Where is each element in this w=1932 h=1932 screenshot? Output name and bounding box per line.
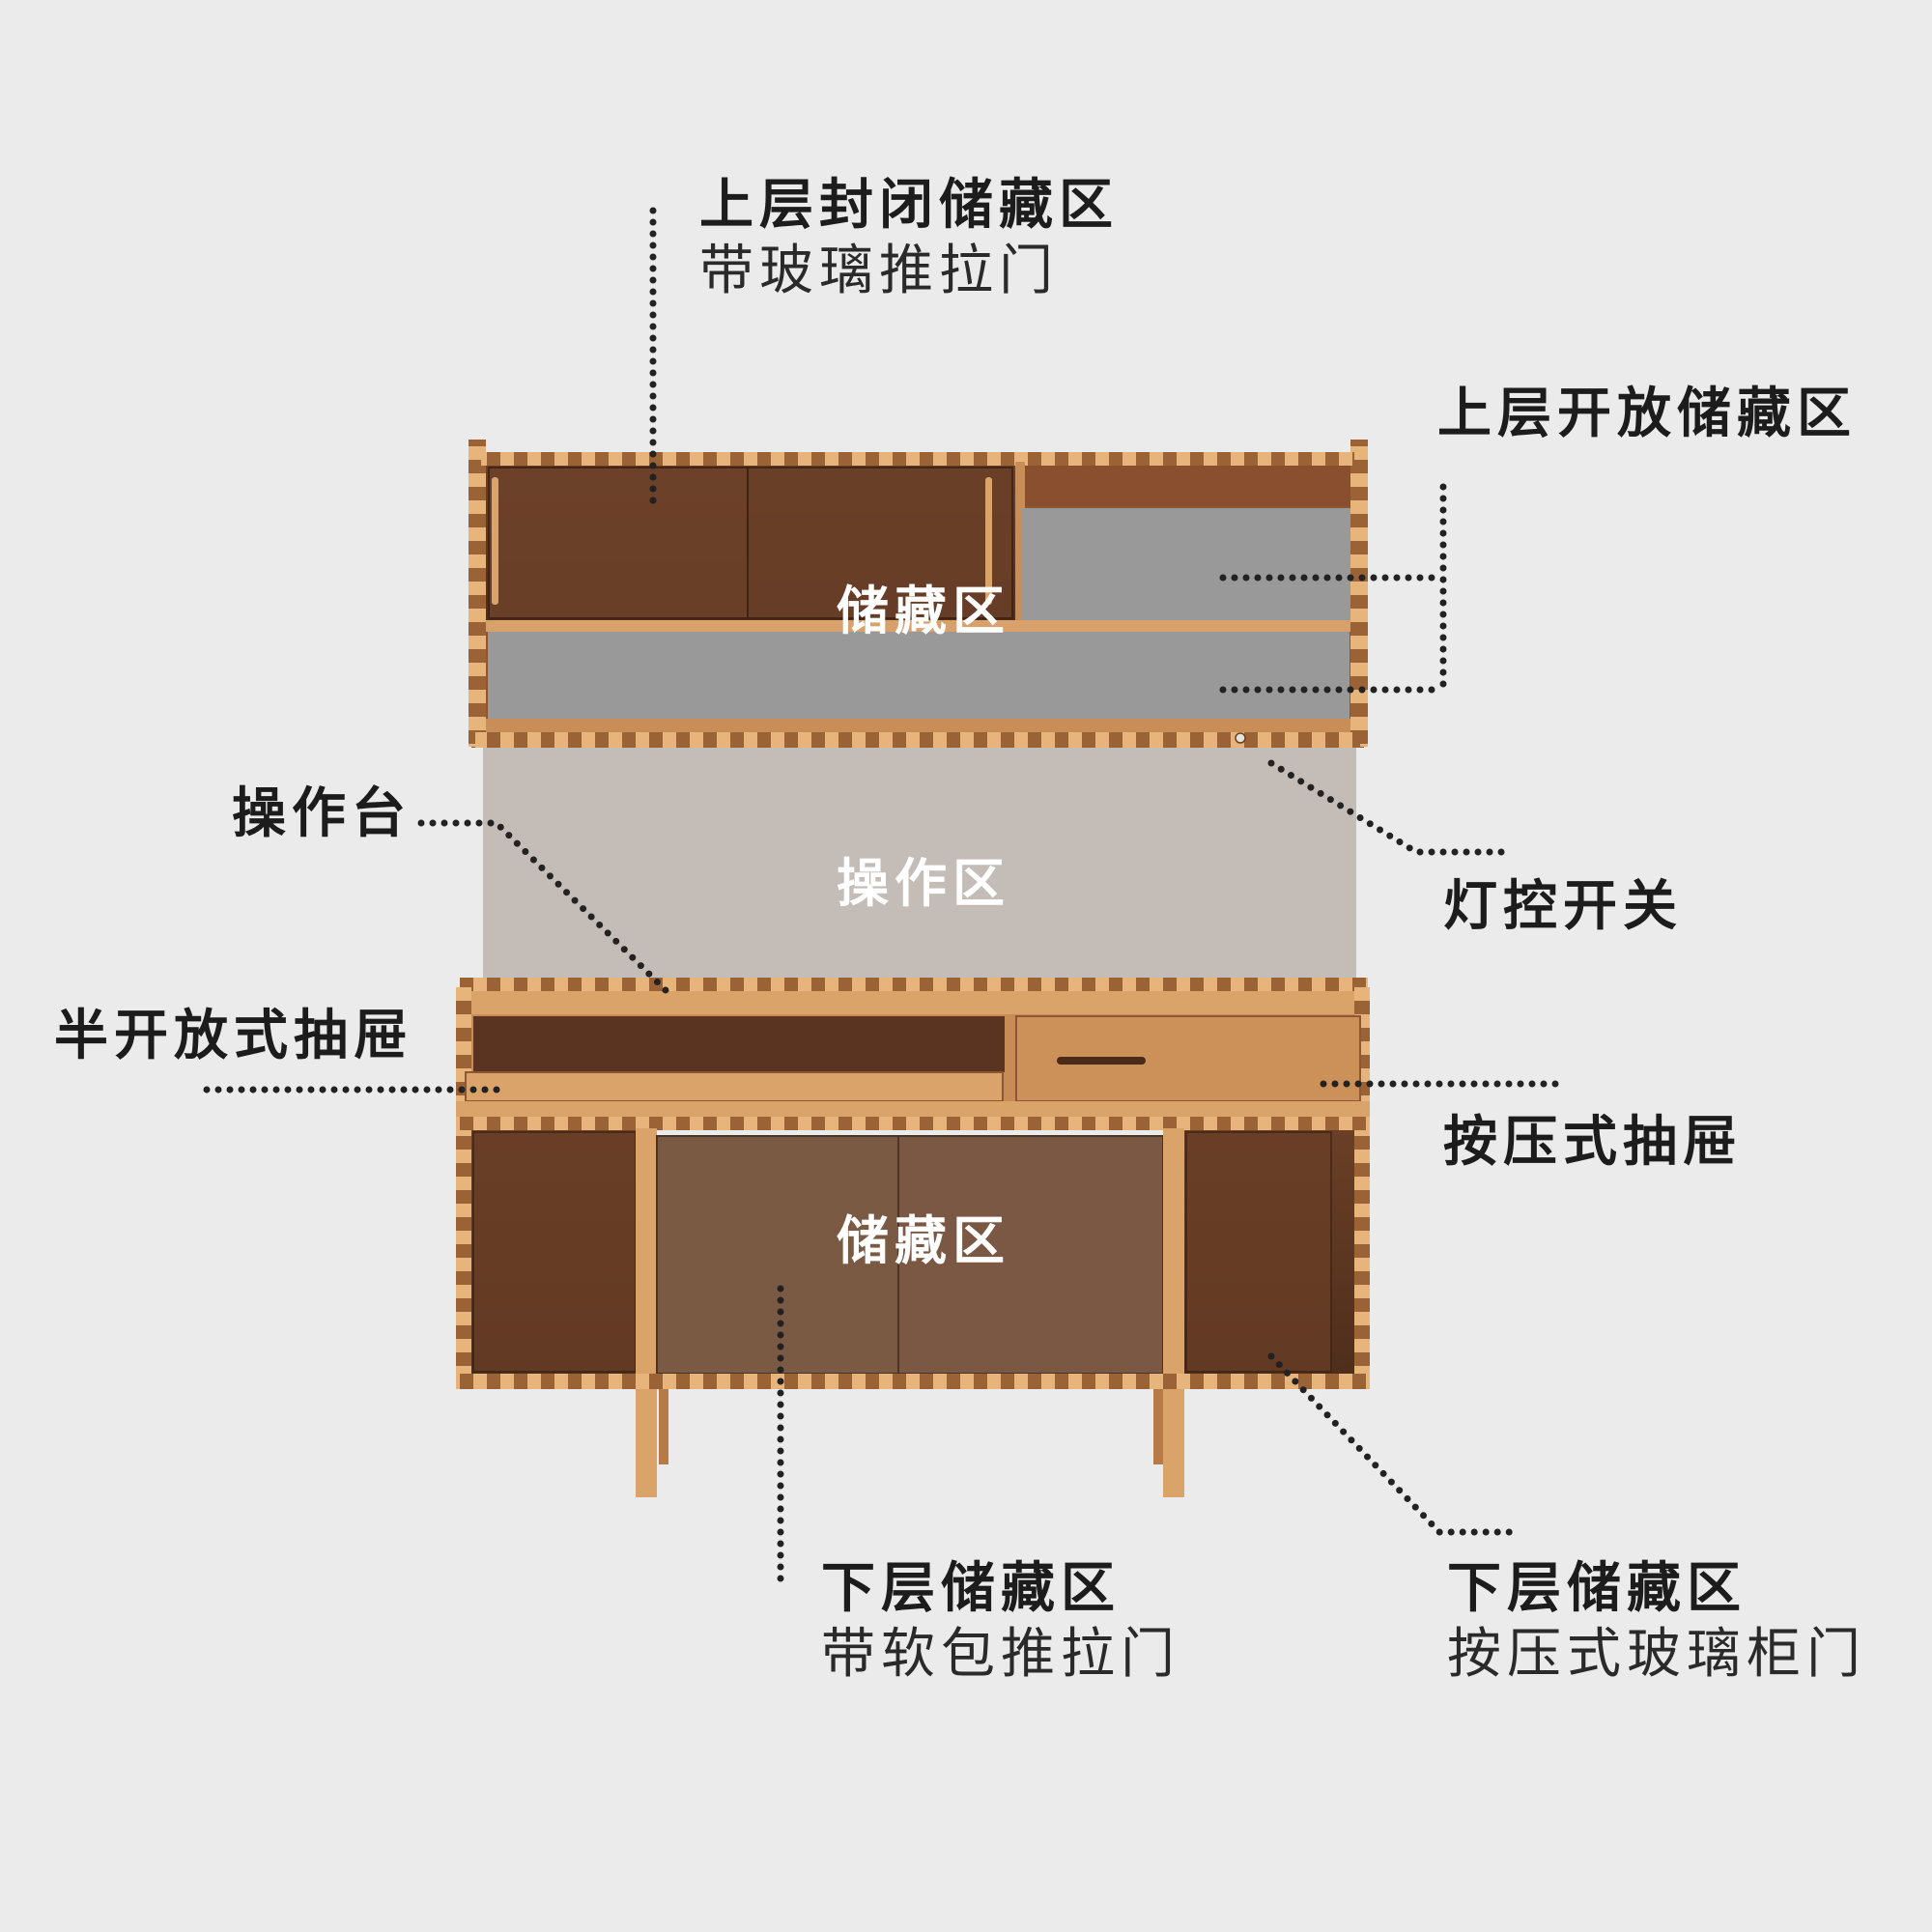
lower-bottom-board (456, 1374, 1370, 1389)
callout-upper-open-title: 上层开放储藏区 (1437, 383, 1857, 445)
leg-back-left (659, 1389, 668, 1464)
push-drawer-front[interactable] (1015, 1015, 1361, 1102)
semi-open-drawer-cavity (473, 1016, 1005, 1072)
leader-upper-open (1219, 483, 1447, 694)
callout-lower-glass-subtitle: 按压式玻璃柜门 (1447, 1623, 1866, 1686)
leader-light-switch (1267, 759, 1507, 856)
leader-worktop (417, 819, 670, 995)
soft-sliding-door-right[interactable] (897, 1135, 1164, 1375)
callout-worktop-title: 操作台 (232, 782, 412, 845)
leg-back-right (1153, 1389, 1163, 1464)
upper-hutch (469, 440, 1368, 748)
callout-light-switch-title: 灯控开关 (1443, 875, 1683, 938)
callout-upper-closed-subtitle: 带玻璃推拉门 (699, 240, 1059, 302)
glass-door-left (488, 467, 749, 619)
upper-open-cubby-back (1025, 466, 1350, 506)
leader-lines (203, 207, 1565, 1592)
door-handle-left (492, 477, 498, 605)
leg-front-right (1163, 1389, 1184, 1497)
callout-lower-glass-title: 下层储藏区 (1447, 1557, 1747, 1620)
upper-right-side (1350, 440, 1368, 747)
callout-push-drawer-title: 按压式抽屉 (1443, 1111, 1743, 1174)
lower-post-left (636, 1128, 657, 1376)
upper-top-board (481, 452, 1354, 466)
callout-lower-sliding-subtitle: 带软包推拉门 (821, 1623, 1180, 1686)
zone-label-upper-storage: 储藏区 (837, 581, 1010, 641)
glass-door-right (747, 467, 1013, 619)
lower-left-side (456, 987, 471, 1387)
upper-bottom-rail (486, 719, 1350, 732)
callout-semi-open-drawer-title: 半开放式抽屉 (54, 1005, 413, 1067)
upper-left-side (469, 440, 486, 747)
callout-upper-closed-title: 上层封闭储藏区 (699, 174, 1119, 237)
leader-lower-glass (1267, 1352, 1519, 1536)
upper-middle-shelf (486, 620, 1350, 632)
zone-label-work-area: 操作区 (837, 853, 1010, 914)
lower-right-glass-door[interactable] (1185, 1131, 1332, 1373)
lower-post-right (1163, 1128, 1184, 1376)
upper-bottom-board (475, 732, 1360, 748)
callout-lower-sliding-title: 下层储藏区 (821, 1557, 1121, 1620)
upper-open-shelf-top (1022, 508, 1350, 622)
work-area-panel (483, 748, 1356, 980)
countertop-lip (460, 991, 1368, 1014)
drawer-row-rail (456, 1101, 1370, 1117)
semi-open-drawer-tray (465, 1071, 1004, 1102)
lower-left-glass-door[interactable] (472, 1131, 637, 1373)
door-handle-right (985, 477, 992, 605)
leg-front-left (636, 1389, 657, 1497)
upper-divider (1015, 462, 1025, 626)
lower-top-rail (456, 1117, 1370, 1130)
upper-open-shelf-bottom (488, 632, 1350, 719)
push-drawer-slot (1057, 1057, 1146, 1065)
countertop (460, 978, 1368, 991)
lower-cabinet (456, 978, 1370, 1497)
light-switch-button[interactable] (1235, 732, 1246, 744)
zone-label-lower-storage: 储藏区 (837, 1210, 1010, 1271)
